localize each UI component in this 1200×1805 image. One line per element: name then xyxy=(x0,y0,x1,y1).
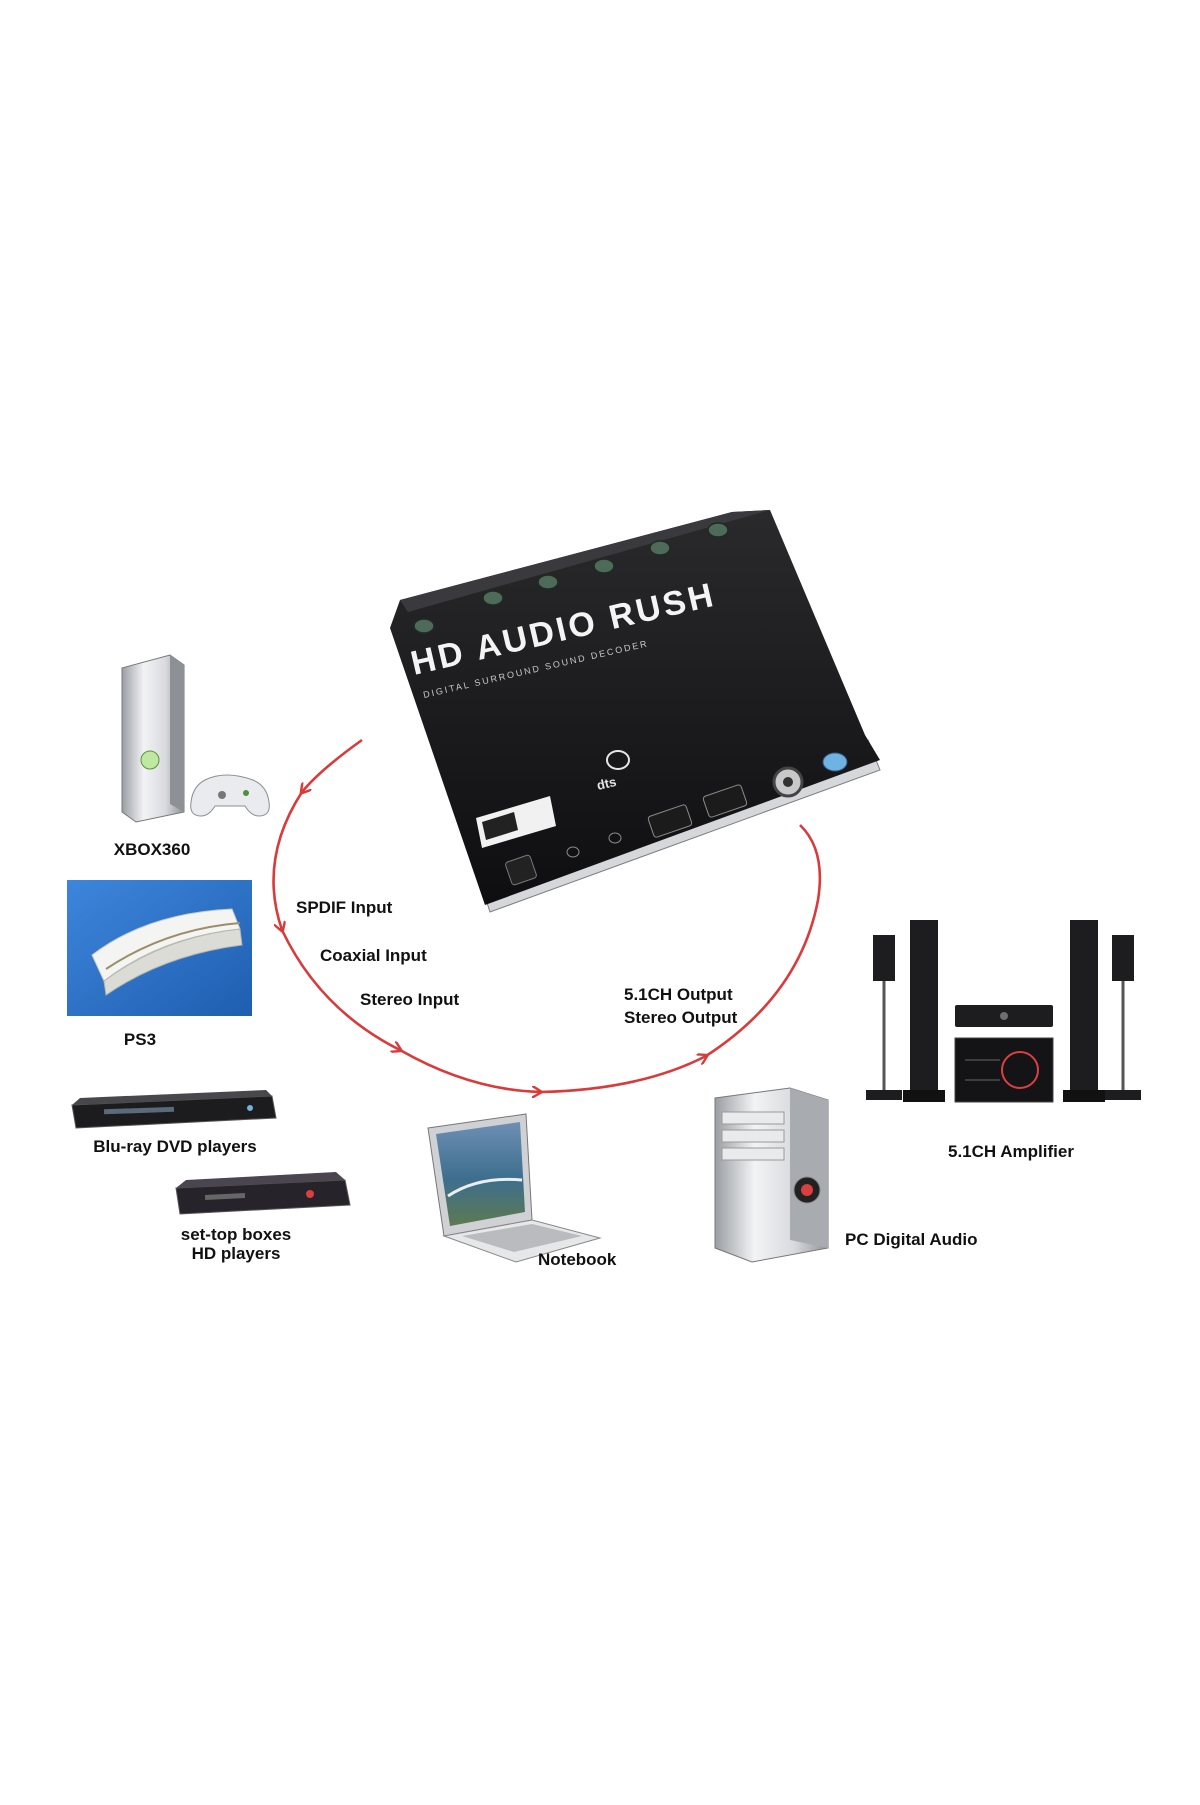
label-settop: set-top boxes HD players xyxy=(180,1225,292,1263)
notebook-illustration xyxy=(427,1113,602,1263)
device-body xyxy=(390,510,880,905)
signal-arrows xyxy=(272,738,822,1094)
arrow-from-device-right xyxy=(705,824,822,1058)
bluray-player-illustration xyxy=(71,1090,277,1129)
arrow-to-xbox xyxy=(302,738,363,792)
label-ps3: PS3 xyxy=(123,1030,157,1049)
arrow-inputs-arc xyxy=(272,791,304,930)
dts-logo: dts xyxy=(595,750,630,793)
xbox360-illustration xyxy=(121,654,270,823)
label-pc: PC Digital Audio xyxy=(845,1230,978,1249)
label-spdif-input: SPDIF Input xyxy=(296,898,393,917)
arrow-to-notebook xyxy=(399,1048,540,1092)
svg-text:dts: dts xyxy=(595,774,617,793)
arrow-outputs-arc xyxy=(539,1056,706,1094)
label-coaxial-input: Coaxial Input xyxy=(320,946,427,965)
ps3-illustration xyxy=(67,880,252,1016)
label-amplifier: 5.1CH Amplifier xyxy=(948,1142,1074,1161)
label-stereo-output: Stereo Output xyxy=(624,1008,738,1027)
label-stereo-input: Stereo Input xyxy=(360,990,460,1009)
label-xbox360: XBOX360 xyxy=(113,840,191,859)
speaker-system-illustration xyxy=(866,920,1141,1103)
front-ports xyxy=(505,752,848,886)
label-notebook: Notebook xyxy=(538,1250,617,1269)
label-bluray: Blu-ray DVD players xyxy=(93,1137,257,1156)
settop-box-illustration xyxy=(175,1172,351,1215)
decoder-device: HD AUDIO RUSH DIGITAL SURROUND SOUND DEC… xyxy=(390,510,881,913)
pc-tower-illustration xyxy=(714,1087,829,1263)
label-51ch-output: 5.1CH Output xyxy=(624,985,733,1004)
arrow-to-stereo xyxy=(280,929,400,1050)
dolby-logo xyxy=(476,796,556,848)
